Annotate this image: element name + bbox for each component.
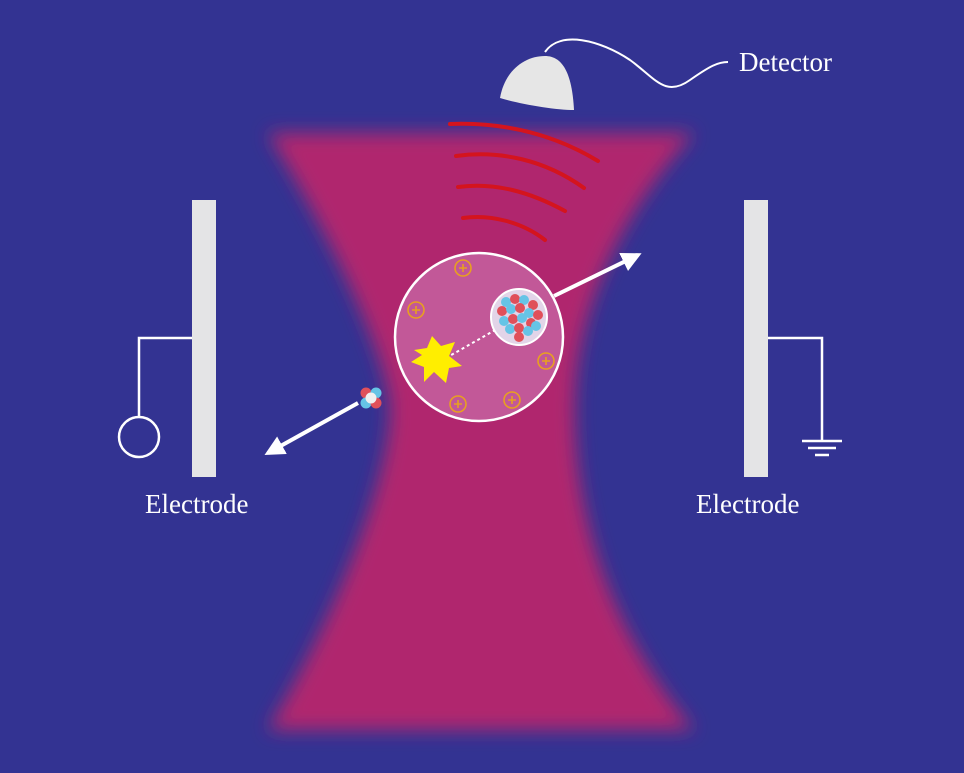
detector-cable xyxy=(544,38,729,89)
fragmentation-flash xyxy=(411,336,462,383)
nucleus-cluster xyxy=(490,288,548,346)
ion-markers xyxy=(407,259,555,413)
left-electrode-plate xyxy=(192,200,216,477)
ejected-ion-cluster xyxy=(360,387,382,409)
detector xyxy=(500,38,729,110)
left-electrode xyxy=(117,200,216,477)
ion-plus-icon xyxy=(407,301,425,319)
detector-body xyxy=(500,56,574,110)
ion-plus-icon xyxy=(454,259,472,277)
right-electrode-label: Electrode xyxy=(696,489,800,519)
fluorescence-arc-1 xyxy=(448,121,600,163)
right-electrode xyxy=(744,200,842,477)
right-electrode-wire xyxy=(768,336,824,441)
fluorescence-arc-2 xyxy=(454,152,586,190)
plasma-sphere xyxy=(393,251,565,423)
nucleus-trajectory-dashed xyxy=(445,328,498,359)
left-electrode-label: Electrode xyxy=(145,489,249,519)
voltage-source-icon xyxy=(117,415,161,459)
ion-plus-icon xyxy=(537,352,555,370)
fluorescence-arc-4 xyxy=(461,215,547,242)
detector-label: Detector xyxy=(739,47,832,77)
right-electrode-plate xyxy=(744,200,768,477)
ion-ejection-arrow xyxy=(264,401,359,455)
left-electrode-wire xyxy=(137,336,192,418)
fluorescence-arc-3 xyxy=(456,183,567,213)
ground-icon xyxy=(802,439,842,457)
laser-beam xyxy=(268,133,694,730)
nucleus-recoil-arrow xyxy=(553,253,642,298)
ion-plus-icon xyxy=(449,395,467,413)
ion-plus-icon xyxy=(503,391,521,409)
fluorescence-arcs xyxy=(448,121,600,242)
